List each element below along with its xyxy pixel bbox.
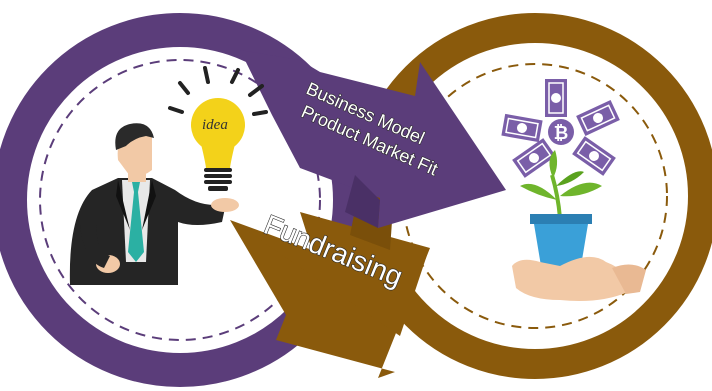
banknote-icon — [545, 79, 567, 117]
hand-icon — [512, 256, 646, 301]
business-model-arrow — [240, 50, 506, 228]
svg-text:₿: ₿ — [554, 123, 569, 143]
banknote-icon — [572, 136, 616, 176]
lightbulb-icon: idea — [168, 66, 268, 191]
bitcoin-icon: ₿ — [548, 119, 574, 145]
banknote-icon — [576, 100, 620, 136]
banknote-icon — [501, 113, 543, 143]
left-dashed-circle — [39, 59, 321, 341]
banknote-icon — [512, 138, 556, 178]
businessman-icon — [69, 123, 239, 285]
money-icons: ₿ — [501, 79, 620, 178]
idea-label: idea — [202, 117, 228, 133]
business-model-arrow-tail — [345, 175, 380, 228]
